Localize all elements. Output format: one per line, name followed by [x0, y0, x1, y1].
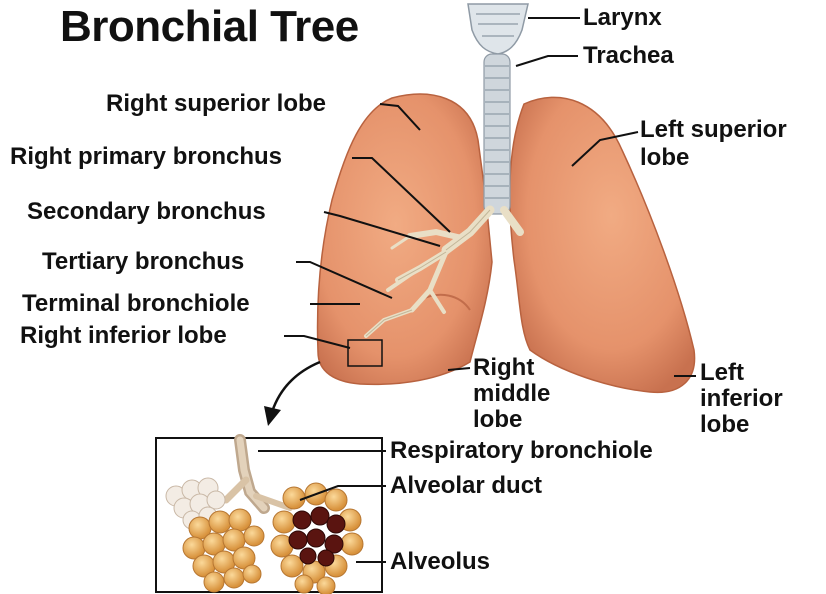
label-right-primary-bronchus: Right primary bronchus [10, 144, 282, 170]
label-left-superior-lobe-line1: Left superior [640, 117, 787, 143]
label-larynx: Larynx [583, 5, 662, 31]
label-left-inferior-lobe-line3: lobe [700, 412, 749, 438]
label-right-middle-lobe-line3: lobe [473, 407, 522, 433]
label-right-superior-lobe: Right superior lobe [106, 91, 326, 117]
label-secondary-bronchus: Secondary bronchus [27, 199, 266, 225]
label-trachea: Trachea [583, 43, 674, 69]
label-right-middle-lobe-line1: Right [473, 355, 534, 381]
label-alveolus: Alveolus [390, 549, 490, 575]
label-right-middle-lobe-line2: middle [473, 381, 550, 407]
label-respiratory-bronchiole: Respiratory bronchiole [390, 438, 653, 464]
label-terminal-bronchiole: Terminal bronchiole [22, 291, 250, 317]
label-alveolar-duct: Alveolar duct [390, 473, 542, 499]
label-right-inferior-lobe: Right inferior lobe [20, 323, 227, 349]
larynx-shape [468, 4, 528, 54]
label-left-superior-lobe-line2: lobe [640, 145, 689, 171]
zoom-arrow [272, 362, 320, 412]
label-left-inferior-lobe-line1: Left [700, 360, 744, 386]
label-left-inferior-lobe-line2: inferior [700, 386, 783, 412]
label-tertiary-bronchus: Tertiary bronchus [42, 249, 244, 275]
